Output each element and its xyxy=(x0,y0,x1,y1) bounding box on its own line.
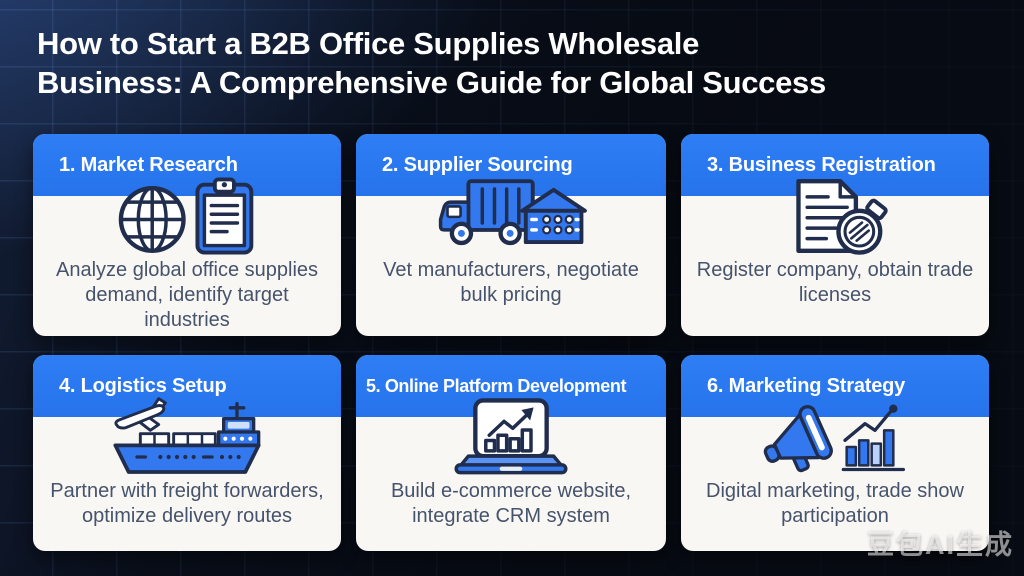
plane-ship-icon xyxy=(33,397,341,477)
globe-clipboard-icon xyxy=(33,176,341,256)
step-title: 6. Marketing Strategy xyxy=(707,374,906,397)
step-card-supplier-sourcing: 2. Supplier Sourcing xyxy=(356,134,666,336)
page-title-line2: Business: A Comprehensive Guide for Glob… xyxy=(37,65,826,100)
step-card-header: 1. Market Research xyxy=(33,134,341,196)
step-title: 5. Online Platform Development xyxy=(366,375,627,396)
step-title: 3. Business Registration xyxy=(707,153,936,176)
step-description: Vet manufacturers, negotiate bulk pricin… xyxy=(383,259,639,306)
step-card-online-platform: 5. Online Platform Development Build e-c… xyxy=(356,355,666,551)
laptop-chart-icon xyxy=(356,397,666,477)
step-card-header: 6. Marketing Strategy xyxy=(681,355,989,417)
step-card-logistics-setup: 4. Logistics Setup xyxy=(33,355,341,551)
truck-warehouse-icon xyxy=(356,176,666,256)
step-description: Digital marketing, trade show participat… xyxy=(706,480,964,527)
step-card-header: 4. Logistics Setup xyxy=(33,355,341,417)
step-title: 4. Logistics Setup xyxy=(59,374,227,397)
watermark: 豆包AI生成 xyxy=(867,530,1014,560)
step-card-business-registration: 3. Business Registration R xyxy=(681,134,989,336)
step-card-marketing-strategy: 6. Marketing Strategy Digital m xyxy=(681,355,989,551)
megaphone-chart-icon xyxy=(681,397,989,477)
step-description: Build e-commerce website, integrate CRM … xyxy=(390,480,632,527)
steps-grid: 1. Market Research Analyze global office xyxy=(33,134,989,551)
page-title-line1: How to Start a B2B Office Supplies Whole… xyxy=(37,26,700,61)
step-description: Register company, obtain trade licenses xyxy=(696,259,974,306)
step-description: Analyze global office supplies demand, i… xyxy=(55,259,319,331)
step-title: 1. Market Research xyxy=(59,153,238,176)
step-card-market-research: 1. Market Research Analyze global office xyxy=(33,134,341,336)
step-description: Partner with freight forwarders, optimiz… xyxy=(50,480,324,527)
step-title: 2. Supplier Sourcing xyxy=(382,153,573,176)
page-title: How to Start a B2B Office Supplies Whole… xyxy=(37,24,997,102)
document-seal-icon xyxy=(681,176,989,256)
